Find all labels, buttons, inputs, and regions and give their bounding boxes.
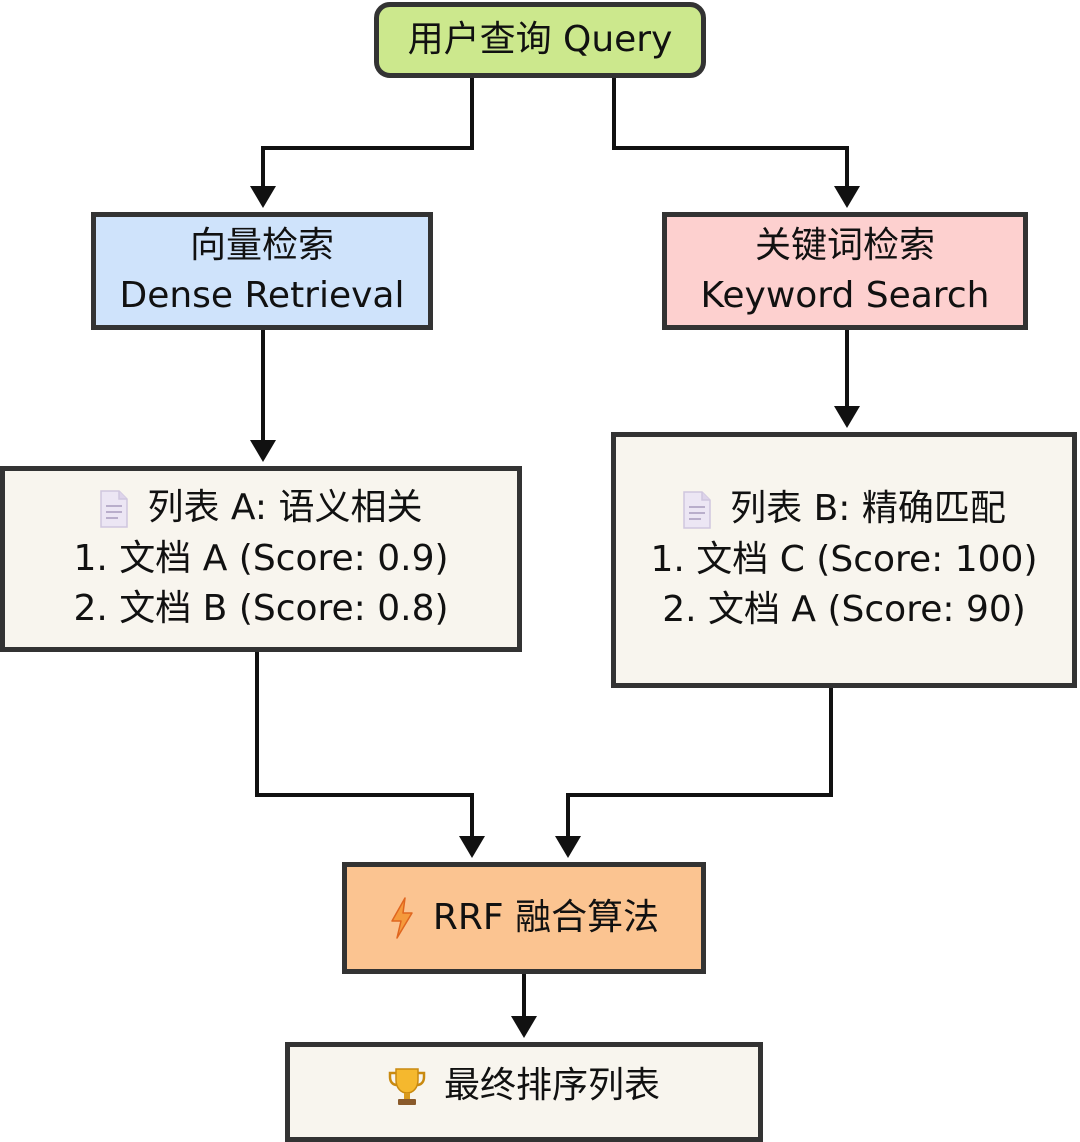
keyword-label-en: Keyword Search (700, 275, 990, 316)
keyword-search-node: 关键词检索 Keyword Search (662, 212, 1028, 330)
trophy-icon (388, 1066, 426, 1106)
final-label: 最终排序列表 (443, 1065, 660, 1106)
edge-list-a-to-rrf (255, 652, 474, 844)
edge-list-b-to-rrf (566, 688, 833, 844)
list-a-title: 列表 A: 语义相关 (147, 487, 423, 529)
list-a-node: 列表 A: 语义相关 1. 文档 A (Score: 0.9) 2. 文档 B … (0, 466, 522, 652)
arrowhead-dense (250, 186, 276, 208)
edge-query-to-dense (261, 78, 474, 194)
arrowhead-rrf-left (459, 836, 485, 858)
rrf-fusion-node: RRF 融合算法 (342, 862, 706, 974)
arrowhead-list-b (834, 406, 860, 428)
keyword-label-zh: 关键词检索 (754, 224, 935, 266)
list-b-title: 列表 B: 精确匹配 (730, 488, 1006, 530)
edge-query-to-keyword (612, 78, 849, 194)
list-item: 2. 文档 A (Score: 90) (662, 589, 1026, 631)
list-item: 2. 文档 B (Score: 0.8) (73, 588, 449, 630)
arrowhead-final (511, 1016, 537, 1038)
dense-label-zh: 向量检索 (189, 224, 334, 266)
arrowhead-rrf-right (555, 836, 581, 858)
document-icon (99, 489, 129, 529)
query-node: 用户查询 Query (374, 2, 706, 78)
list-b-node: 列表 B: 精确匹配 1. 文档 C (Score: 100) 2. 文档 A … (611, 432, 1077, 688)
lightning-icon (389, 897, 415, 939)
dense-retrieval-node: 向量检索 Dense Retrieval (91, 212, 433, 330)
query-label: 用户查询 Query (407, 18, 673, 60)
arrowhead-list-a (250, 440, 276, 462)
document-icon (682, 490, 712, 530)
dense-label-en: Dense Retrieval (119, 275, 405, 316)
list-item: 1. 文档 A (Score: 0.9) (73, 537, 449, 579)
rrf-label: RRF 融合算法 (432, 896, 660, 938)
connector-layer (250, 78, 860, 1038)
final-ranking-node: 最终排序列表 (285, 1042, 763, 1142)
arrowhead-keyword (834, 186, 860, 208)
list-item: 1. 文档 C (Score: 100) (650, 538, 1038, 580)
